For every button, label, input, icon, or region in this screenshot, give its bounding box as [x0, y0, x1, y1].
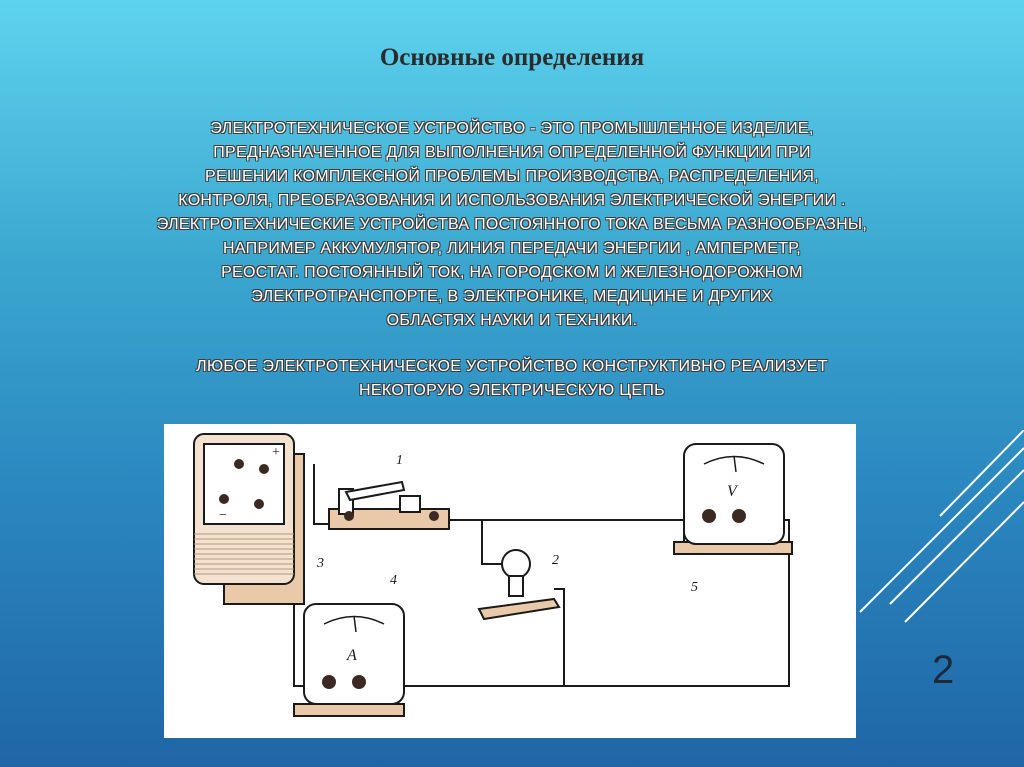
- circuit-diagram: + − V: [164, 424, 856, 738]
- battery-label: 3: [316, 556, 324, 571]
- paragraph-line: КОНТРОЛЯ, ПРЕОБРАЗОВАНИЯ И ИСПОЛЬЗОВАНИЯ…: [178, 192, 846, 209]
- ammeter-symbol: A: [346, 647, 357, 664]
- paragraph-line: ЛЮБОЕ ЭЛЕКТРОТЕХНИЧЕСКОЕ УСТРОЙСТВО КОНС…: [196, 358, 828, 375]
- paragraph-line: НЕКОТОРУЮ ЭЛЕКТРИЧЕСКУЮ ЦЕПЬ: [359, 382, 665, 399]
- wire: [554, 588, 565, 686]
- paragraph-line: НАПРИМЕР АККУМУЛЯТОР, ЛИНИЯ ПЕРЕДАЧИ ЭНЕ…: [222, 240, 801, 257]
- switch-label: 1: [396, 453, 403, 468]
- paragraph-line: ПРЕДНАЗНАЧЕННОЕ ДЛЯ ВЫПОЛНЕНИЯ ОПРЕДЕЛЕН…: [213, 144, 811, 161]
- ammeter-label: 4: [390, 573, 397, 588]
- voltmeter-label: 5: [691, 580, 698, 595]
- ammeter: A: [293, 603, 405, 717]
- circuit-statement-paragraph: ЛЮБОЕ ЭЛЕКТРОТЕХНИЧЕСКОЕ УСТРОЙСТВО КОНС…: [60, 355, 964, 403]
- wire: [313, 464, 329, 525]
- slide-title: Основные определения: [379, 44, 645, 71]
- decorative-diagonal-lines: [859, 430, 1024, 623]
- page-number: 2: [932, 648, 955, 692]
- paragraph-line: ОБЛАСТЯХ НАУКИ И ТЕХНИКИ.: [386, 312, 638, 329]
- paragraph-line: РЕОСТАТ. ПОСТОЯННЫЙ ТОК, НА ГОРОДСКОМ И …: [221, 264, 803, 281]
- paragraph-line: РЕШЕНИИ КОМПЛЕКСНОЙ ПРОБЛЕМЫ ПРОИЗВОДСТВ…: [205, 168, 819, 185]
- definition-paragraph: ЭЛЕКТРОТЕХНИЧЕСКОЕ УСТРОЙСТВО - ЭТО ПРОМ…: [60, 117, 964, 333]
- battery: + −: [193, 433, 305, 605]
- lamp: [477, 549, 561, 621]
- battery-plus-sign: +: [272, 445, 280, 460]
- paragraph-line: ЭЛЕКТРОТРАНСПОРТЕ, В ЭЛЕКТРОНИКЕ, МЕДИЦИ…: [251, 288, 773, 305]
- battery-minus-sign: −: [219, 508, 227, 523]
- voltmeter: V: [673, 443, 793, 555]
- paragraph-line: ЭЛЕКТРОТЕХНИЧЕСКИЕ УСТРОЙСТВА ПОСТОЯННОГ…: [156, 216, 868, 233]
- voltmeter-symbol: V: [727, 483, 739, 500]
- knife-switch: [328, 480, 450, 530]
- paragraph-line: ЭЛЕКТРОТЕХНИЧЕСКОЕ УСТРОЙСТВО - ЭТО ПРОМ…: [210, 120, 814, 137]
- lamp-label: 2: [552, 553, 559, 568]
